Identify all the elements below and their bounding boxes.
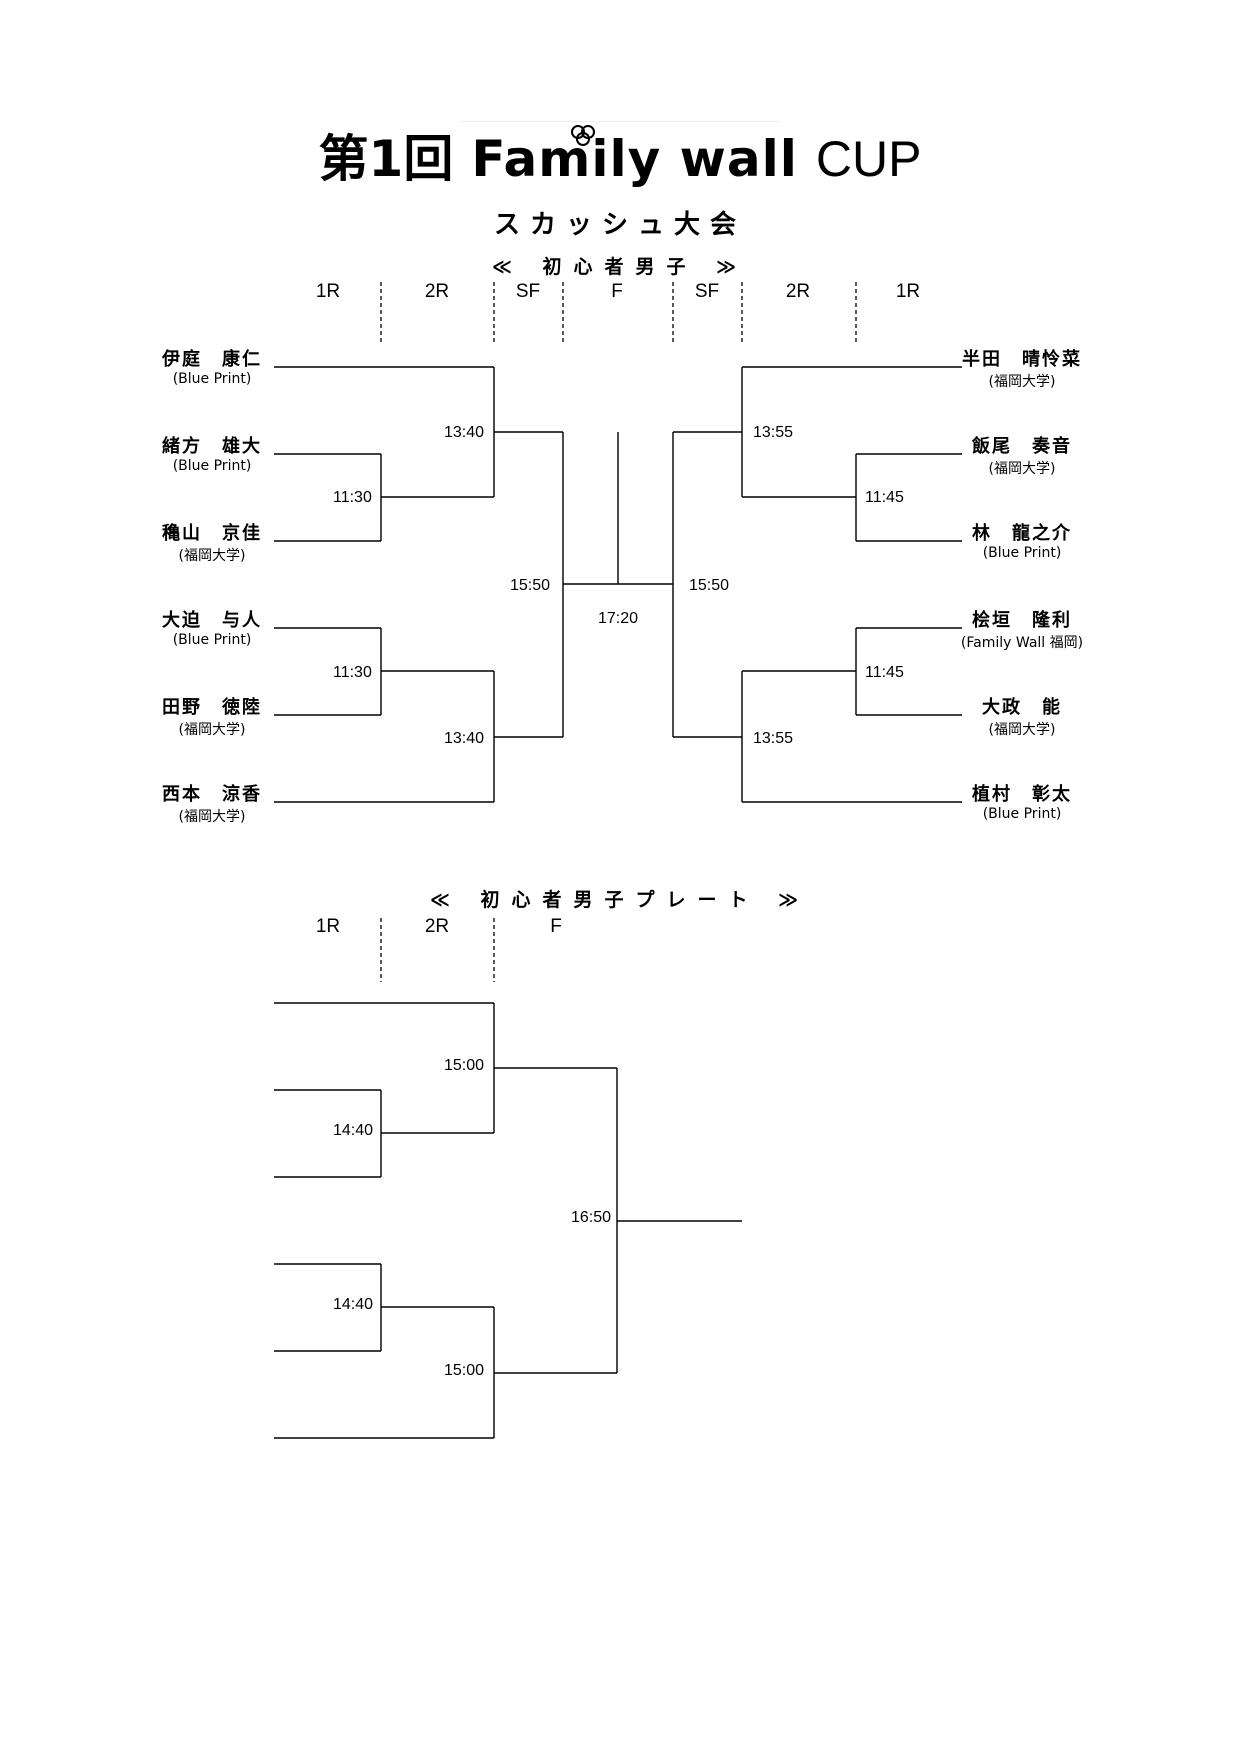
match-time: 13:40: [444, 730, 485, 747]
round-label: F: [550, 916, 562, 937]
player-name: 大政 能: [982, 697, 1062, 718]
player-affiliation: (福岡大学): [988, 722, 1056, 738]
player-name: 植村 彰太: [972, 784, 1072, 805]
player-affiliation: (Blue Print): [172, 632, 252, 648]
match-time: 13:40: [444, 424, 485, 441]
match-time: 15:50: [510, 577, 551, 594]
match-time: 14:40: [333, 1122, 374, 1139]
match-time: 11:30: [333, 489, 372, 506]
player-name: 緒方 雄大: [162, 436, 262, 457]
player-name: 林 龍之介: [972, 523, 1072, 544]
player-name: 桧垣 隆利: [972, 610, 1072, 631]
player-name: 大迫 与人: [162, 610, 262, 631]
player-name: 西本 涼香: [162, 784, 262, 805]
player-name: 伊庭 康仁: [162, 349, 262, 370]
main-bracket-heading: ≪ 初心者男子 ≫: [491, 256, 748, 278]
match-time: 15:50: [689, 577, 730, 594]
match-time: 16:50: [571, 1209, 612, 1226]
round-label: 2R: [424, 916, 450, 937]
player-name: 半田 晴怜菜: [962, 349, 1082, 370]
plate-bracket-heading: ≪ 初心者男子プレート ≫: [429, 889, 810, 911]
round-label: F: [611, 281, 623, 302]
round-label: 1R: [315, 281, 341, 302]
round-label: SF: [515, 281, 541, 302]
round-label: 1R: [315, 916, 341, 937]
player-affiliation: (Blue Print): [172, 458, 252, 474]
player-affiliation: (Blue Print): [982, 545, 1062, 561]
player-name: 田野 徳陸: [162, 697, 262, 718]
player-affiliation: (福岡大学): [178, 548, 246, 564]
header-rule: [460, 121, 780, 122]
match-time: 15:00: [444, 1362, 485, 1379]
round-label: 2R: [424, 281, 450, 302]
player-name: 穐山 京佳: [162, 523, 262, 544]
match-time: 13:55: [753, 424, 794, 441]
match-time: 13:55: [753, 730, 794, 747]
title-suffix: CUP: [815, 131, 922, 187]
player-affiliation: (福岡大学): [988, 461, 1056, 477]
match-time: 14:40: [333, 1296, 374, 1313]
title-prefix: 第1回: [318, 130, 454, 188]
round-label: 2R: [785, 281, 811, 302]
match-time: 11:45: [865, 664, 904, 681]
match-time: 11:45: [865, 489, 904, 506]
page-subtitle: スカッシュ大会: [493, 210, 746, 240]
player-affiliation: (福岡大学): [178, 809, 246, 825]
player-affiliation: (Family Wall 福岡): [960, 635, 1084, 651]
player-affiliation: (Blue Print): [172, 371, 252, 387]
player-affiliation: (福岡大学): [988, 374, 1056, 390]
round-label: SF: [694, 281, 720, 302]
round-label: 1R: [895, 281, 921, 302]
title-brand: Family wall: [471, 130, 798, 188]
player-name: 飯尾 奏音: [972, 436, 1072, 457]
player-affiliation: (福岡大学): [178, 722, 246, 738]
family-wall-logo-icon: [571, 125, 595, 146]
match-time: 17:20: [598, 610, 639, 627]
match-time: 11:30: [333, 664, 372, 681]
player-affiliation: (Blue Print): [982, 806, 1062, 822]
page-title: 第1回 Family wall CUP: [0, 124, 1240, 194]
match-time: 15:00: [444, 1057, 485, 1074]
